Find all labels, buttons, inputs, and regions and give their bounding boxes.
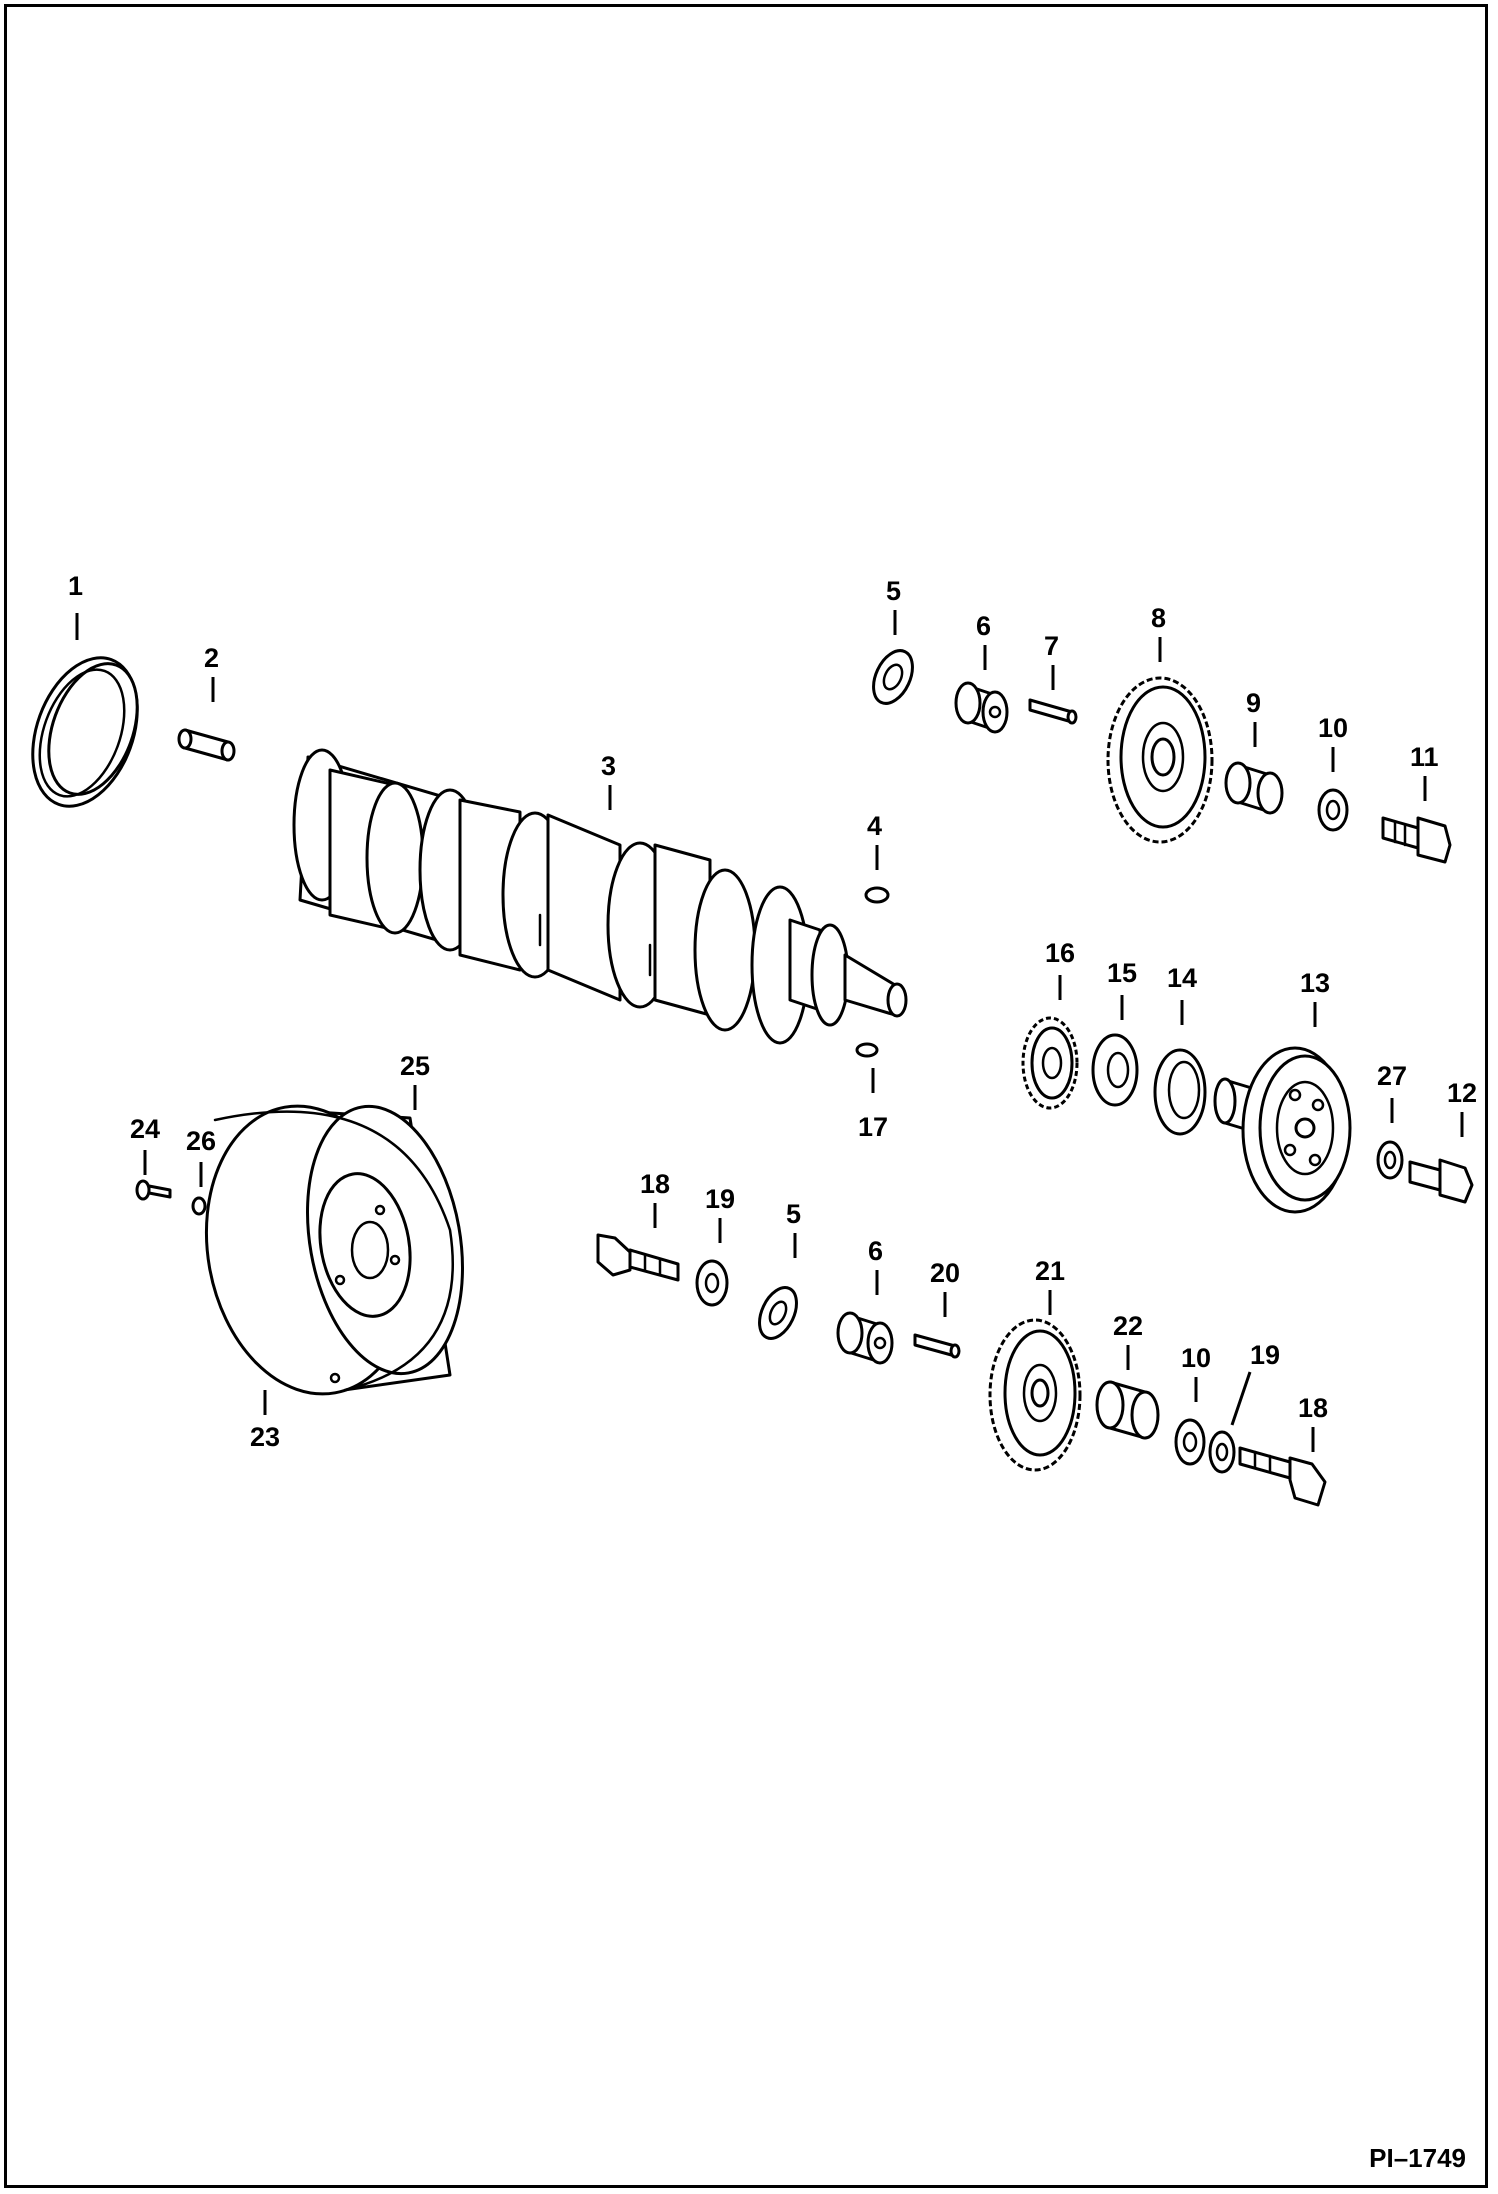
washer-15-part (1091, 1033, 1139, 1107)
callout-15: 15 (1107, 958, 1137, 988)
callout-19-right: 19 (1250, 1340, 1280, 1370)
bolt-11-part (1381, 816, 1452, 864)
spacer-5-lower-part (758, 1286, 798, 1340)
washer-10-upper-part (1317, 788, 1349, 832)
callout-6-lower: 6 (868, 1236, 883, 1266)
callout-26: 26 (186, 1126, 216, 1156)
gear-16-part (1021, 1016, 1079, 1110)
callout-3: 3 (601, 751, 616, 781)
callout-10-upper: 10 (1318, 713, 1348, 743)
key-part-4 (864, 886, 890, 904)
seal-14-part (1153, 1048, 1207, 1136)
pin-26-part (191, 1196, 207, 1216)
dowel-pin-part (177, 728, 236, 762)
gear-21-part (988, 1318, 1082, 1472)
pin-20-part (913, 1333, 961, 1359)
callout-27: 27 (1377, 1061, 1407, 1091)
bolt-18-right-part (1238, 1446, 1327, 1507)
bolt-18-left-part (596, 1233, 680, 1282)
callout-5-lower: 5 (786, 1199, 801, 1229)
callout-20: 20 (930, 1258, 960, 1288)
pulley-13-part (1213, 1046, 1352, 1214)
callout-11: 11 (1410, 742, 1439, 772)
collar-9-part (1224, 761, 1284, 815)
bushing-6-lower-part (836, 1311, 894, 1365)
collar-22-part (1095, 1380, 1160, 1440)
callout-12: 12 (1447, 1078, 1477, 1108)
washer-10-lower-part (1174, 1418, 1206, 1466)
callout-25: 25 (400, 1051, 430, 1081)
page-border (4, 4, 1488, 2188)
figure-reference-number: PI–1749 (1369, 2143, 1466, 2173)
pin-7-part (1028, 698, 1078, 725)
callout-10-lower: 10 (1181, 1343, 1211, 1373)
bolt-12-part (1408, 1158, 1474, 1204)
callout-21: 21 (1035, 1256, 1065, 1286)
callout-17: 17 (858, 1112, 888, 1142)
crankshaft-part (292, 748, 908, 1045)
flywheel-assembly-part (204, 1104, 464, 1396)
callout-5-upper: 5 (886, 576, 901, 606)
callout-13: 13 (1300, 968, 1330, 998)
washer-27-part (1376, 1140, 1404, 1180)
callout-24: 24 (130, 1114, 160, 1144)
key-17-part (855, 1042, 879, 1058)
callout-4: 4 (867, 811, 882, 841)
gear-8-part (1106, 676, 1214, 844)
oil-seal-part (31, 656, 139, 808)
callout-2: 2 (204, 643, 219, 673)
callout-9: 9 (1246, 688, 1261, 718)
callout-18-right: 18 (1298, 1393, 1328, 1423)
callout-16: 16 (1045, 938, 1075, 968)
bushing-6-upper-part (954, 681, 1009, 734)
callout-23: 23 (250, 1422, 280, 1452)
callout-22: 22 (1113, 1311, 1143, 1341)
spacer-5-upper-part (872, 649, 914, 705)
washer-19-right-part (1208, 1430, 1236, 1474)
callout-6-upper: 6 (976, 611, 991, 641)
callout-1: 1 (68, 571, 83, 601)
callout-7: 7 (1044, 631, 1059, 661)
callout-19-left: 19 (705, 1184, 735, 1214)
callout-14: 14 (1167, 963, 1197, 993)
bolt-24-part (135, 1179, 172, 1201)
washer-19-left-part (695, 1259, 729, 1307)
callout-8: 8 (1151, 603, 1166, 633)
callout-18-left: 18 (640, 1169, 670, 1199)
